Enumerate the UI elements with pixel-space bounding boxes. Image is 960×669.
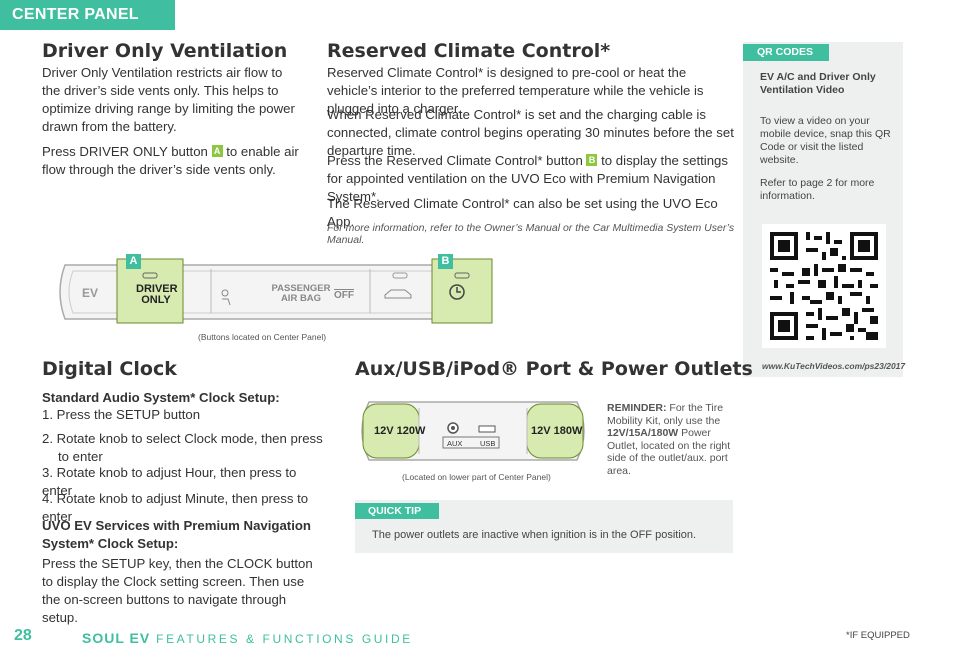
qr-instructions: To view a video on your mobile device, s… (760, 115, 891, 166)
reserved-p1: Reserved Climate Control* is designed to… (327, 65, 704, 116)
section-tab: CENTER PANEL (0, 0, 175, 30)
badge-b: B (586, 154, 598, 166)
qr-code-image[interactable] (762, 224, 886, 348)
reserved-p4: The Reserved Climate Control* can also b… (327, 196, 718, 229)
qr-header: QR CODES (743, 44, 829, 61)
qr-refer: Refer to page 2 for more information. (760, 177, 875, 202)
outlet-caption: (Located on lower part of Center Panel) (402, 472, 551, 482)
qr-title: EV A/C and Driver Only Ventilation Video (760, 71, 876, 96)
qr-url[interactable]: www.KuTechVideos.com/ps23/2017 (762, 361, 906, 371)
badge-a: A (211, 145, 223, 157)
driver-only-title: Driver Only Ventilation (42, 40, 288, 62)
quick-tip-label: QUICK TIP (355, 503, 439, 519)
if-equipped-note: *IF EQUIPPED (846, 630, 910, 641)
reserved-note: For more information, refer to the Owner… (327, 222, 735, 246)
clock-standard-heading: Standard Audio System* Clock Setup: (42, 390, 280, 405)
reminder-text: REMINDER: For the Tire Mobility Kit, onl… (607, 402, 731, 477)
outlet-left-label: 12V 120W (374, 425, 426, 437)
driver-only-button[interactable]: DRIVER ONLY (136, 283, 178, 306)
center-panel-illustration (55, 257, 495, 327)
reserved-p2: When Reserved Climate Control* is set an… (327, 107, 734, 158)
reserved-title: Reserved Climate Control* (327, 40, 611, 62)
aux-port-label: AUX (447, 439, 463, 448)
aux-title: Aux/USB/iPod® Port & Power Outlets (355, 358, 753, 380)
quick-tip-text: The power outlets are inactive when igni… (372, 529, 697, 541)
guide-title: SOUL EV FEATURES & FUNCTIONS GUIDE (82, 630, 413, 646)
airbag-off-indicator: OFF (334, 290, 354, 301)
outlet-panel-illustration (355, 396, 591, 466)
reserved-p3: Press the Reserved Climate Control* butt… (327, 153, 728, 204)
driver-only-instruction: Press DRIVER ONLY button A to enable air… (42, 144, 299, 177)
page-number: 28 (14, 627, 32, 644)
clock-step-2: 2. Rotate knob to select Clock mode, the… (42, 431, 323, 464)
panel-caption: (Buttons located on Center Panel) (198, 332, 327, 342)
clock-title: Digital Clock (42, 358, 177, 380)
clock-uvo-body: Press the SETUP key, then the CLOCK butt… (42, 556, 313, 625)
callout-a: A (126, 254, 141, 269)
clock-step-4: 4. Rotate knob to adjust Minute, then pr… (42, 491, 309, 524)
driver-only-body: Driver Only Ventilation restricts air fl… (42, 65, 295, 134)
clock-step-3: 3. Rotate knob to adjust Hour, then pres… (42, 465, 297, 498)
usb-port-label: USB (480, 439, 496, 448)
clock-uvo-heading: UVO EV Services with Premium Navigation … (42, 518, 311, 551)
clock-step-1: 1. Press the SETUP button (42, 407, 201, 422)
outlet-right-label: 12V 180W (531, 425, 583, 437)
ev-button-label: EV (82, 286, 99, 300)
passenger-airbag-indicator: PASSENGER AIR BAG (271, 283, 331, 304)
callout-b: B (438, 254, 453, 269)
